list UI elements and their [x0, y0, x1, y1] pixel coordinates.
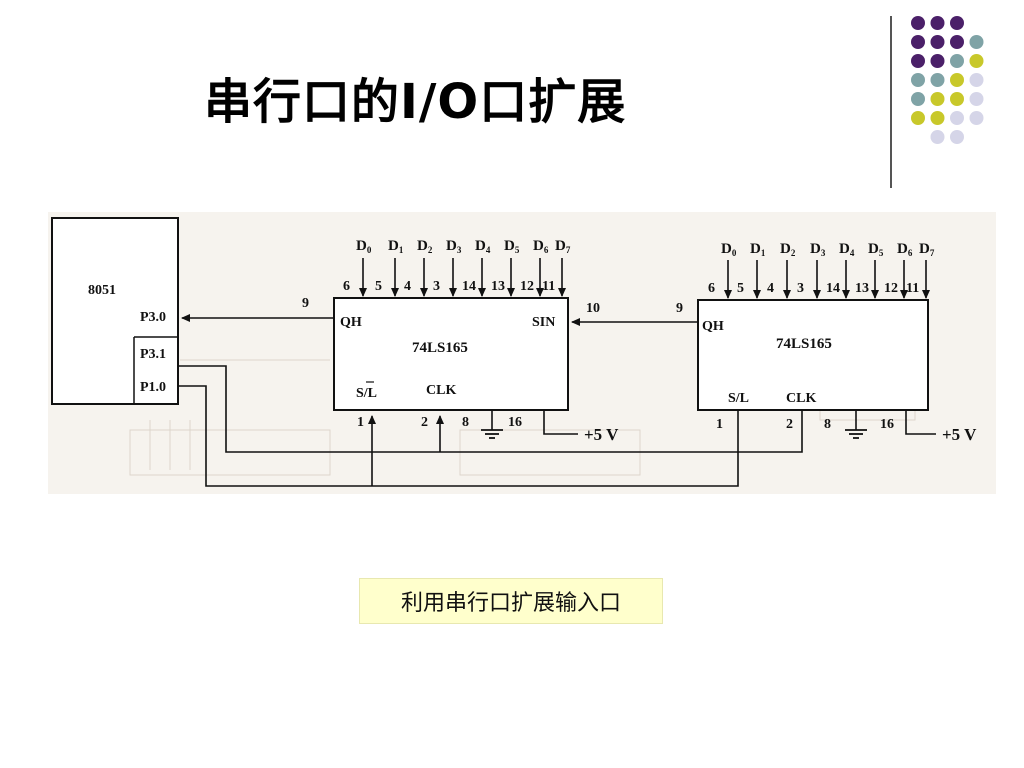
slide-caption: 利用串行口扩展输入口: [359, 578, 663, 624]
ground-symbols: [481, 429, 867, 439]
chip-b-label: 74LS165: [776, 336, 832, 352]
data-input-subscript: 4: [486, 245, 491, 255]
chip-a-sl: S/L: [356, 386, 377, 401]
data-input-pin-number: 6: [343, 279, 350, 294]
wire-p31-clock: [178, 365, 803, 453]
mcu-pin-p30: P3.0: [140, 310, 166, 325]
data-input-subscript: 2: [791, 248, 796, 258]
data-input-subscript: 0: [732, 248, 737, 258]
chip-a-gnd-pin: 8: [462, 415, 469, 430]
data-input-subscript: 6: [908, 248, 913, 258]
data-input-subscript: 1: [761, 248, 766, 258]
slide-title: 串行口的I/O口扩展: [204, 74, 627, 130]
chip-b-vcc: +5 V: [942, 425, 977, 444]
data-input-subscript: 0: [367, 245, 372, 255]
chip-a-vcc: +5 V: [584, 425, 619, 444]
data-input-pin-number: 11: [542, 279, 555, 294]
data-input-subscript: 5: [879, 248, 884, 258]
data-input-subscript: 5: [515, 245, 520, 255]
chip-b-clk-pin: 2: [786, 417, 793, 432]
data-input-pin-number: 5: [737, 281, 744, 296]
mcu-pin-p10: P1.0: [140, 380, 166, 395]
data-input-subscript: 1: [399, 245, 404, 255]
chip-74ls165-b: 74LS165 QH S/L CLK 9 1 2 8 16 +5 V: [676, 299, 977, 444]
chip-a-qh-pin: 9: [302, 296, 309, 311]
data-input-pin-number: 12: [520, 279, 534, 294]
data-input-pin-number: 5: [375, 279, 382, 294]
data-input-subscript: 7: [566, 245, 571, 255]
chip-74ls165-a: 74LS165 QH SIN S/L CLK 9 10 1 2 8 16 +5 …: [302, 296, 619, 444]
data-input-pin-number: 13: [491, 279, 505, 294]
data-input-pin-number: 3: [433, 279, 440, 294]
divider-line: [890, 16, 892, 188]
data-input-subscript: 3: [821, 248, 826, 258]
wire-p10-load: [178, 385, 739, 487]
chip-a-clk-pin: 2: [421, 415, 428, 430]
data-input-pin-number: 12: [884, 281, 898, 296]
mcu-label: 8051: [88, 283, 116, 298]
data-input-pin-number: 4: [404, 279, 411, 294]
data-input-subscript: 3: [457, 245, 462, 255]
data-input-subscript: 2: [428, 245, 433, 255]
chip-b-sl-pin: 1: [716, 417, 723, 432]
mcu-pin-p31: P3.1: [140, 347, 166, 362]
data-input-pin-number: 6: [708, 281, 715, 296]
chip-b-qh-pin: 9: [676, 301, 683, 316]
wiring: [178, 314, 936, 487]
data-input-subscript: 6: [544, 245, 549, 255]
chip-a-label: 74LS165: [412, 340, 468, 356]
chip-a-sin: SIN: [532, 315, 555, 330]
chip-b-clk: CLK: [786, 391, 816, 406]
data-input-pin-number: 13: [855, 281, 869, 296]
data-input-pin-number: 14: [462, 279, 476, 294]
chip-a-sl-pin: 1: [357, 415, 364, 430]
data-input-pin-number: 4: [767, 281, 774, 296]
data-input-pin-number: 3: [797, 281, 804, 296]
chip-a-qh: QH: [340, 315, 362, 330]
chip-a-sin-pin: 10: [586, 301, 600, 316]
data-input-subscript: 7: [930, 248, 935, 258]
data-input-pin-number: 11: [906, 281, 919, 296]
chip-b-gnd-pin: 8: [824, 417, 831, 432]
data-input-pin-number: 14: [826, 281, 840, 296]
chip-b-vcc-pin: 16: [880, 417, 894, 432]
chip-b-sl: S/L: [728, 391, 749, 406]
chip-a-clk: CLK: [426, 383, 456, 398]
mcu-8051: 8051 P3.0 P3.1 P1.0: [51, 217, 179, 405]
data-input-subscript: 4: [850, 248, 855, 258]
chip-a-vcc-pin: 16: [508, 415, 522, 430]
chip-b-qh: QH: [702, 319, 724, 334]
